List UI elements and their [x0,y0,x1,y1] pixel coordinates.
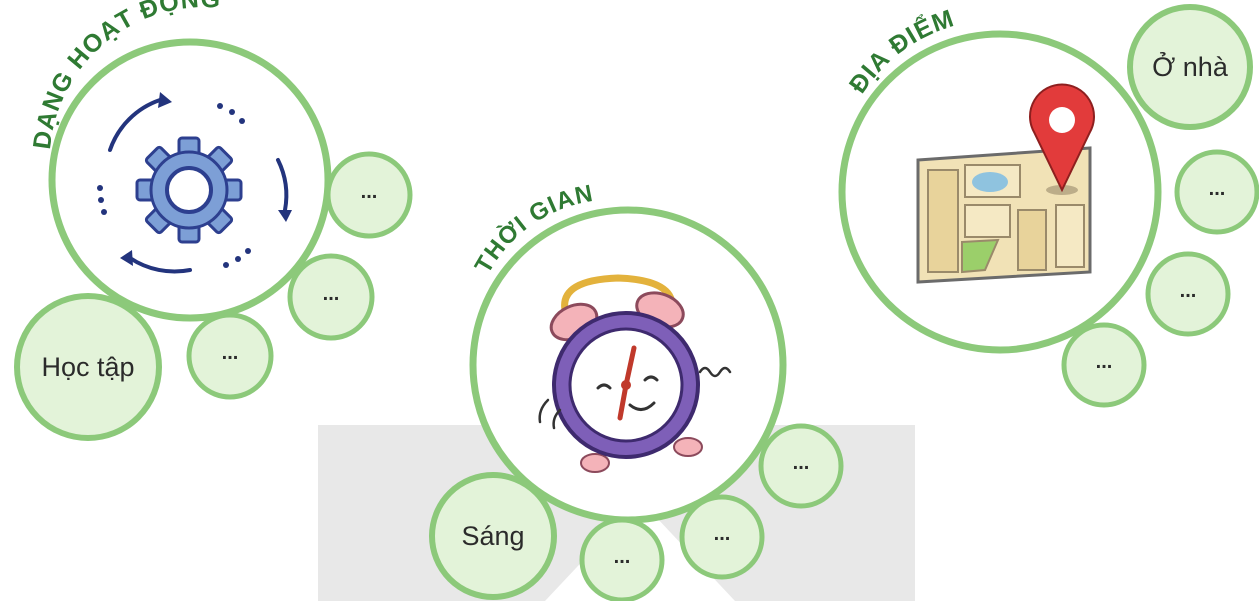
time-placeholder-text: ... [793,452,810,474]
time-placeholder-bubble[interactable]: ... [582,520,662,600]
time-placeholder-bubble[interactable]: ... [761,426,841,506]
place-placeholder-bubble[interactable]: ... [1177,152,1257,232]
time-placeholder-text: ... [714,523,731,545]
activity-answer-bubble[interactable]: Học tập [17,296,159,438]
time-answer-text: Sáng [461,521,524,551]
time-placeholder-bubble[interactable]: ... [682,497,762,577]
place-placeholder-text: ... [1180,280,1197,302]
time-answer-bubble[interactable]: Sáng [432,475,554,597]
activity-group: DẠNG HOẠT ĐỘNG [17,0,410,438]
place-group: ĐỊA ĐIỂM Ở nhà ... ... . [842,4,1257,405]
place-placeholder-bubble[interactable]: ... [1148,254,1228,334]
activity-placeholder-bubble[interactable]: ... [189,315,271,397]
activity-placeholder-text: ... [361,181,378,203]
place-answer-text: Ở nhà [1152,50,1229,82]
activity-placeholder-text: ... [323,283,340,305]
activity-placeholder-text: ... [222,342,239,364]
activity-placeholder-bubble[interactable]: ... [328,154,410,236]
place-placeholder-bubble[interactable]: ... [1064,325,1144,405]
activity-answer-text: Học tập [41,352,134,382]
activity-placeholder-bubble[interactable]: ... [290,256,372,338]
place-placeholder-text: ... [1096,351,1113,373]
place-answer-bubble[interactable]: Ở nhà [1130,7,1250,127]
time-placeholder-text: ... [614,546,631,568]
place-placeholder-text: ... [1209,178,1226,200]
